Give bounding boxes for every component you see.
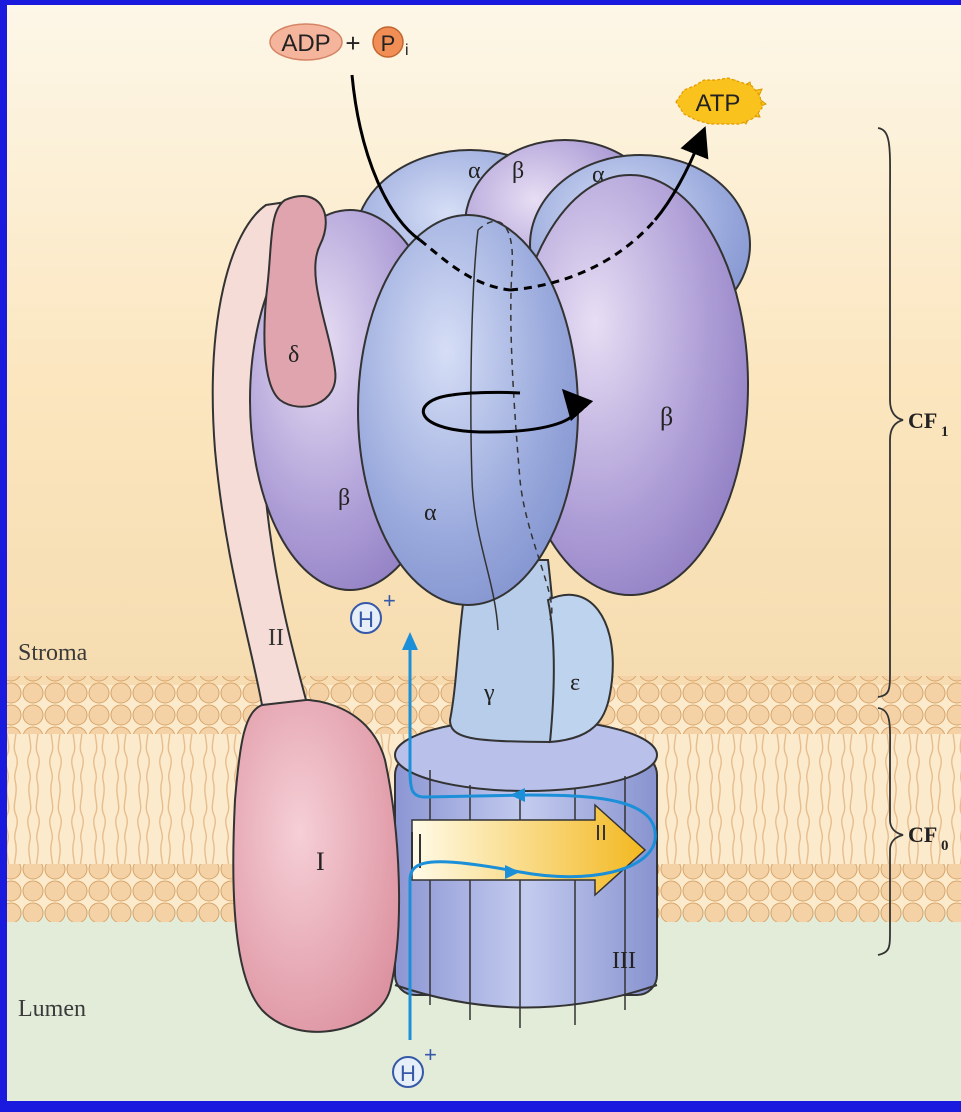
cf0-label: CF	[908, 822, 937, 847]
phosphate-text: P	[381, 31, 396, 56]
subunit-I-label: I	[316, 847, 325, 876]
ring-III-label: III	[612, 948, 636, 974]
proton-bottom-text: H	[400, 1061, 416, 1086]
beta-right-label: β	[660, 402, 673, 431]
proton-top-text: H	[358, 607, 374, 632]
proton-bottom-charge: +	[424, 1042, 437, 1067]
cf1-label: CF	[908, 408, 937, 433]
plus-text: +	[345, 28, 360, 58]
alpha-back-left-label: α	[468, 158, 481, 184]
phosphate-subscript: i	[405, 42, 409, 59]
alpha-front	[358, 215, 578, 605]
delta-label: δ	[288, 342, 299, 368]
proton-top-charge: +	[383, 588, 396, 613]
cf1-subscript: 1	[941, 424, 949, 440]
beta-back-label: β	[512, 158, 524, 184]
gamma-label: γ	[483, 680, 495, 706]
cf0-subscript: 0	[941, 838, 949, 854]
atp-text: ATP	[696, 90, 741, 117]
epsilon-label: ε	[570, 670, 580, 696]
stroma-label: Stroma	[18, 640, 88, 666]
adp-text: ADP	[281, 30, 330, 57]
alpha-front-label: α	[424, 500, 437, 526]
lumen-label: Lumen	[18, 996, 86, 1022]
beta-left-label: β	[338, 485, 350, 511]
stalk-II-label: II	[268, 625, 284, 651]
